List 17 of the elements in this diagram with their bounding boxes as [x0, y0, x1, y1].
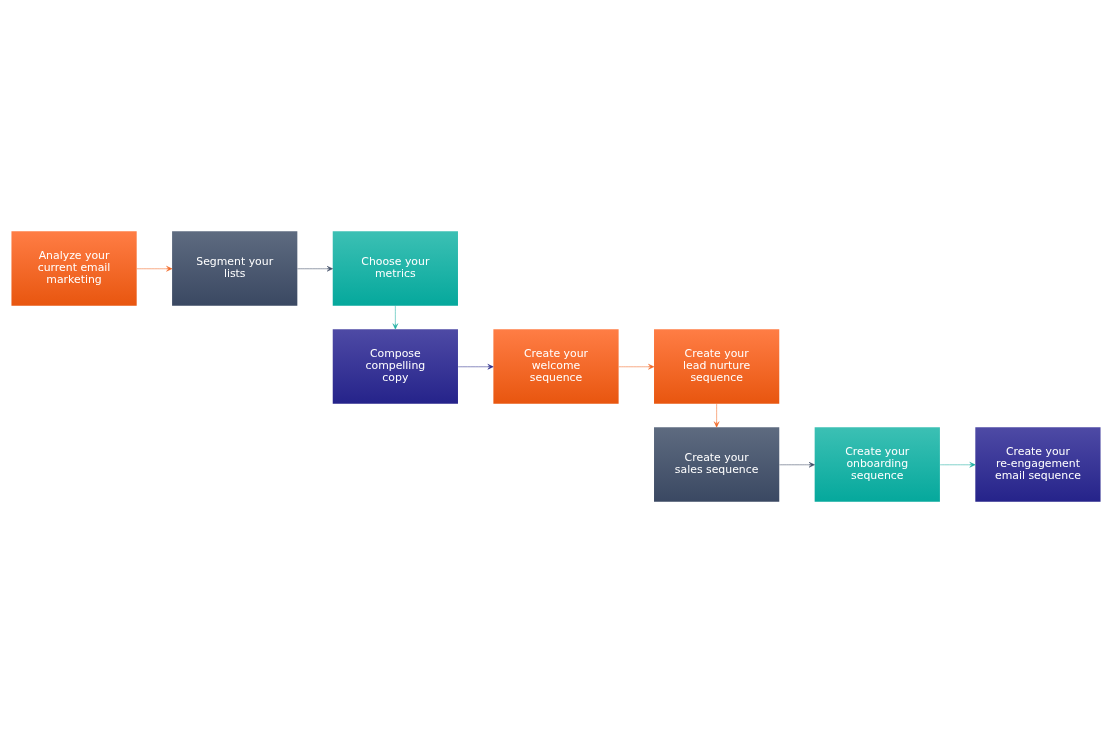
arrow	[392, 305, 399, 329]
arrow	[939, 461, 976, 467]
arrow	[136, 265, 173, 271]
node-box: Create your onboarding sequence	[814, 426, 940, 502]
node-box: Choose your metrics	[332, 230, 458, 306]
node-box: Compose compelling copy	[332, 328, 458, 404]
arrow	[618, 363, 655, 369]
node-box: Create your sales sequence	[654, 426, 780, 502]
arrow	[297, 265, 333, 271]
node-box: Segment your lists	[172, 230, 298, 306]
arrow	[779, 461, 815, 467]
arrow	[457, 363, 494, 369]
arrow	[713, 403, 720, 427]
node-box: Create your lead nurture sequence	[654, 328, 780, 404]
node-box: Analyze your current email marketing	[11, 230, 137, 306]
node-box: Create your welcome sequence	[493, 328, 619, 404]
node-box: Create your re-engagement email sequence	[975, 426, 1101, 502]
